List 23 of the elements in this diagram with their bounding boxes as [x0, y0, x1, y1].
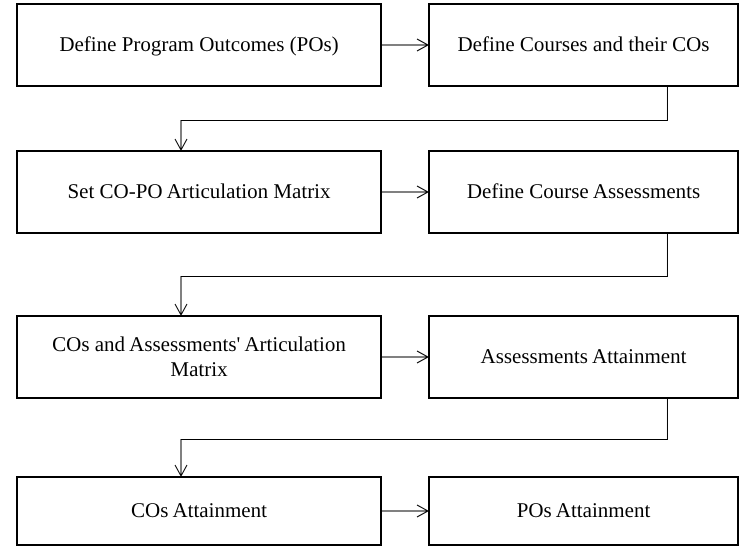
step-label: Set CO-PO Articulation Matrix — [67, 179, 331, 205]
step-label: COs and Assessments' Articulation Matrix — [51, 332, 347, 382]
process-box — [428, 476, 739, 546]
step-label: Define Course Assessments — [466, 179, 700, 205]
process-box — [428, 3, 739, 87]
step-label: Assessments Attainment — [480, 344, 686, 370]
process-box — [428, 315, 739, 399]
arrow — [174, 86, 668, 150]
arrow — [382, 38, 428, 52]
process-box — [428, 150, 739, 234]
step-label: POs Attainment — [516, 498, 650, 524]
step-label: Define Program Outcomes (POs) — [59, 32, 339, 58]
step-label: Define Courses and their COs — [458, 32, 710, 58]
arrow — [174, 234, 668, 316]
process-box — [16, 150, 382, 234]
arrow — [382, 186, 428, 198]
process-box — [16, 315, 382, 399]
process-box — [16, 476, 382, 546]
process-box — [16, 3, 382, 87]
arrow — [382, 504, 428, 518]
arrow — [174, 398, 668, 476]
arrow — [382, 350, 428, 364]
step-label: COs Attainment — [131, 498, 267, 524]
